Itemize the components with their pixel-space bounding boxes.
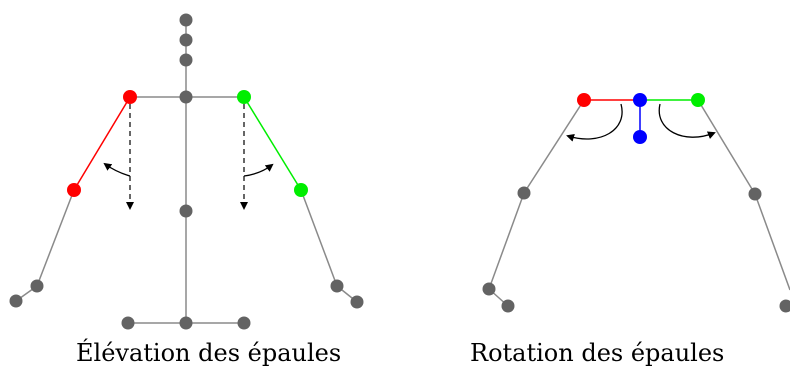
right-wrist-joint <box>330 279 344 293</box>
left-hand-joint <box>501 299 515 313</box>
chest-joint <box>179 90 193 104</box>
chest-joint-blue <box>633 130 647 144</box>
right-upper-arm-green <box>243 96 302 191</box>
elevation-joints <box>9 13 364 330</box>
left-hand-joint <box>9 294 23 308</box>
left-upper-arm-bone <box>523 99 585 194</box>
rotation-bones <box>488 99 790 307</box>
left-forearm-bone <box>488 192 525 290</box>
right-upper-arm-bone <box>697 99 756 195</box>
rotation-joints <box>482 186 790 313</box>
right-rotation-angle-arc <box>658 103 716 139</box>
right-shoulder-joint-green <box>691 93 705 107</box>
right-elbow-joint-green <box>294 183 308 197</box>
right-shoulder-joint-green <box>237 90 251 104</box>
left-forearm-bone <box>36 189 75 287</box>
right-elevation-angle-arc <box>243 163 274 177</box>
head-joint <box>179 33 193 47</box>
elevation-panel <box>9 13 364 330</box>
right-forearm-bone <box>300 189 338 287</box>
right-forearm-bone <box>754 193 790 291</box>
left-wrist-joint <box>482 282 496 296</box>
left-upper-arm-red <box>73 96 131 191</box>
right-elbow-joint <box>748 187 762 201</box>
left-rotation-angle-arc <box>566 103 623 142</box>
left-elevation-angle-arc <box>103 162 131 177</box>
neck-joint <box>179 53 193 67</box>
left-wrist-joint <box>30 279 44 293</box>
right-hand-joint <box>350 295 364 309</box>
elevation-bones <box>15 20 358 324</box>
rotation-panel <box>482 93 790 313</box>
left-elbow-joint-red <box>67 183 81 197</box>
right-hand-joint <box>779 299 790 313</box>
left-hip-joint <box>121 316 135 330</box>
spine-joint <box>179 204 193 218</box>
pelvis-joint <box>179 316 193 330</box>
left-shoulder-joint-red <box>123 90 137 104</box>
right-hip-joint <box>237 316 251 330</box>
neck-joint-blue <box>633 93 647 107</box>
skeleton-diagram <box>9 13 790 330</box>
head-top-joint <box>179 13 193 27</box>
rotation-caption: Rotation des épaules <box>470 339 725 367</box>
elevation-caption: Élévation des épaules <box>76 339 342 367</box>
left-elbow-joint <box>517 186 531 200</box>
left-shoulder-joint-red <box>577 93 591 107</box>
